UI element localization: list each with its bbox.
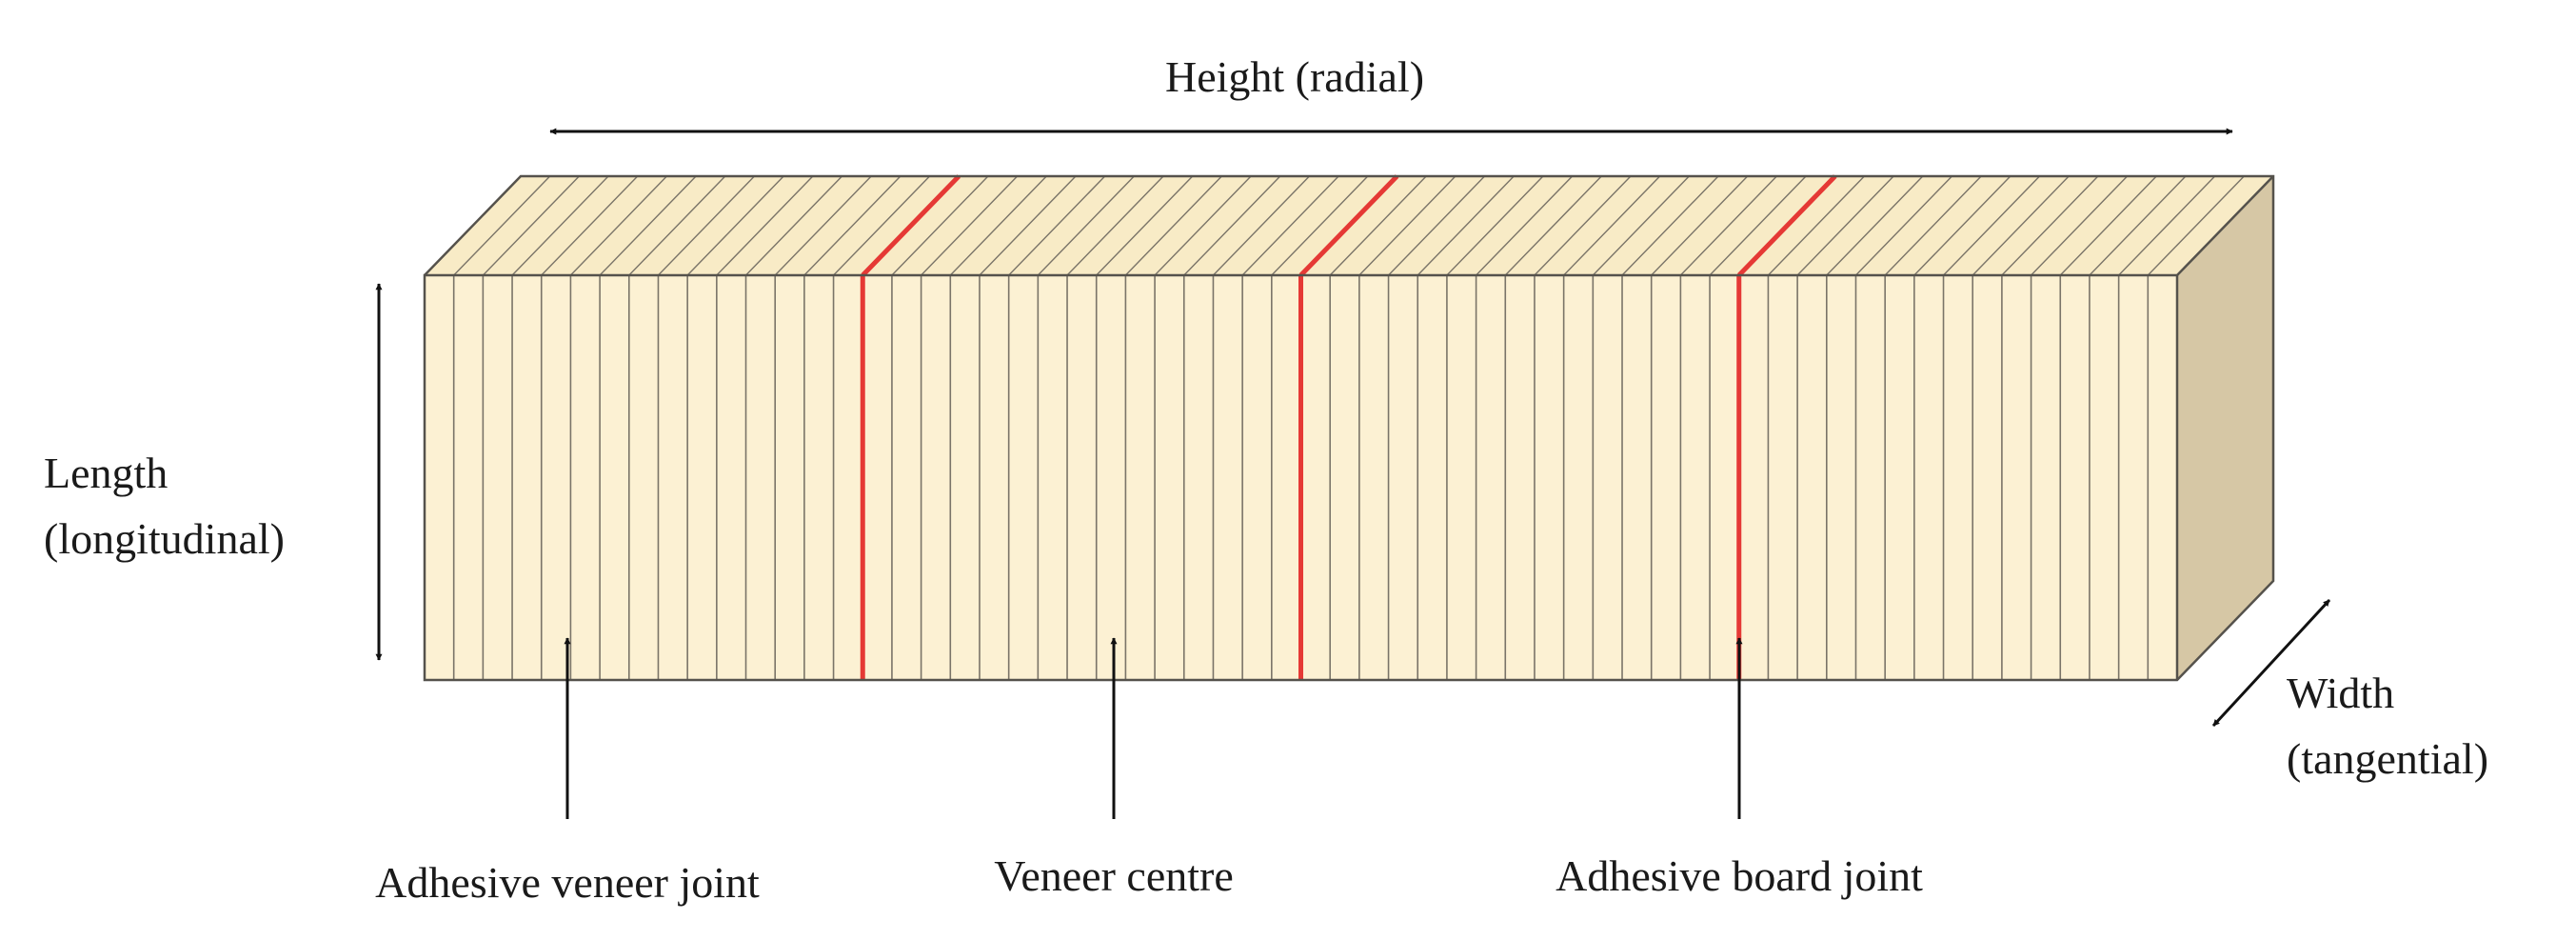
veneer-centre-label: Veneer centre (994, 851, 1234, 900)
veneer-joint-line-top (1241, 175, 1339, 276)
veneer-joint-line-top (803, 175, 902, 276)
veneer-joint-line-top (1884, 175, 1982, 276)
veneer-joint-line-top (1563, 175, 1661, 276)
veneer-joint-line-top (1329, 175, 1427, 276)
veneer-joint-line-top (1154, 175, 1252, 276)
veneer-joint-line-top (1388, 175, 1486, 276)
veneer-joint-line-top (2118, 175, 2216, 276)
veneer-joint-line-top (921, 175, 1019, 276)
adhesive-veneer-joint-label: Adhesive veneer joint (375, 858, 760, 907)
veneer-joint-line-top (1066, 175, 1164, 276)
veneer-joint-line-top (657, 175, 755, 276)
board-joint-line-top (861, 174, 961, 277)
width-label-line2: (tangential) (2287, 734, 2488, 783)
veneer-joint-line-top (1913, 175, 2011, 276)
width-arrow (2211, 598, 2331, 728)
veneer-joint-line-top (511, 175, 609, 276)
top-grain-lines (453, 175, 2245, 276)
veneer-joint-line-top (482, 175, 580, 276)
veneer-joint-line-top (2089, 175, 2187, 276)
length-label-line1: Length (44, 449, 168, 497)
veneer-joint-line-top (949, 175, 1047, 276)
veneer-joint-line-top (1212, 175, 1310, 276)
veneer-joint-line-top (1271, 175, 1369, 276)
veneer-joint-line-top (1504, 175, 1602, 276)
veneer-joint-line-top (1183, 175, 1281, 276)
veneer-joint-line-top (2059, 175, 2157, 276)
veneer-joint-line-top (716, 175, 814, 276)
board-joint-line-top (1298, 174, 1399, 277)
veneer-joint-line-top (1008, 175, 1106, 276)
side-face (2177, 176, 2273, 680)
veneer-joint-line-top (1592, 175, 1690, 276)
adhesive-board-joint-label: Adhesive board joint (1556, 851, 1923, 900)
veneer-joint-line-top (1679, 175, 1777, 276)
veneer-joint-line-top (774, 175, 872, 276)
block-outline (423, 174, 2275, 682)
veneer-joint-line-top (1476, 175, 1574, 276)
width-label-line1: Width (2287, 669, 2394, 717)
veneer-joint-line-top (833, 175, 931, 276)
veneer-joint-line-top (1854, 175, 1952, 276)
veneer-joint-line-top (628, 175, 726, 276)
veneer-joint-line-top (599, 175, 697, 276)
veneer-joint-line-top (979, 175, 1077, 276)
veneer-joint-line-top (1417, 175, 1515, 276)
board-joints (860, 174, 1837, 680)
veneer-joint-line-top (569, 175, 667, 276)
veneer-joint-line-top (1534, 175, 1632, 276)
veneer-joint-line-top (1826, 175, 1924, 276)
veneer-joint-line-top (1943, 175, 2041, 276)
veneer-joint-line-top (1446, 175, 1544, 276)
veneer-joint-line-top (2001, 175, 2099, 276)
veneer-joint-line-top (745, 175, 843, 276)
veneer-joint-line-top (1709, 175, 1807, 276)
veneer-joint-line-top (1096, 175, 1194, 276)
length-label-line2: (longitudinal) (44, 514, 285, 563)
veneer-joint-line-top (2031, 175, 2129, 276)
height-label: Height (radial) (1165, 52, 1424, 101)
veneer-joint-line-top (1651, 175, 1749, 276)
veneer-joint-line-top (1037, 175, 1135, 276)
veneer-joint-line-top (1972, 175, 2070, 276)
veneer-joint-line-top (1621, 175, 1719, 276)
veneer-joint-line-top (686, 175, 784, 276)
veneer-joint-line-top (1124, 175, 1222, 276)
veneer-joint-line-top (1767, 175, 1865, 276)
veneer-joint-line-top (891, 175, 989, 276)
board-joint-line-top (1736, 174, 1837, 277)
veneer-joint-line-top (541, 175, 639, 276)
front-grain-lines (452, 275, 2150, 680)
veneer-joint-line-top (1796, 175, 1894, 276)
veneer-joint-line-top (2147, 175, 2245, 276)
veneer-joint-line-top (1358, 175, 1456, 276)
veneer-joint-line-top (453, 175, 551, 276)
